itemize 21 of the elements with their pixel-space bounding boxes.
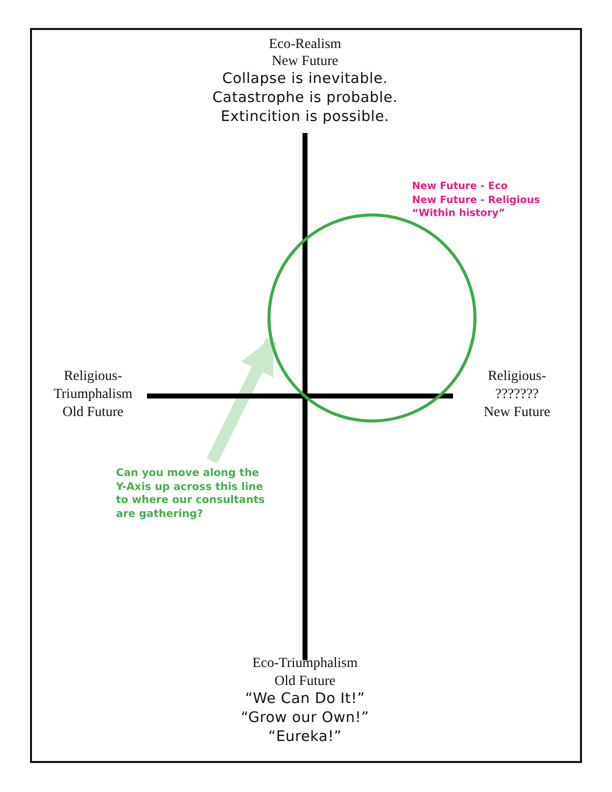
- axis-label: Religious-: [64, 368, 122, 385]
- note-text: Can you move along the Y-Axis up across this line to where our consultants are gathering?: [116, 467, 266, 521]
- quote-text: Extincition is possible.: [220, 108, 390, 126]
- quote-text: Collapse is inevitable.: [222, 70, 388, 88]
- axis-label: New Future: [484, 404, 550, 421]
- quote-text: “Eureka!”: [268, 728, 342, 746]
- annotation-text: New Future - Religious: [412, 194, 540, 207]
- annotation-text: New Future - Eco: [412, 180, 508, 194]
- axis-label: Eco-Triumphalism: [252, 655, 358, 672]
- quote-text: “We Can Do It!”: [245, 690, 365, 708]
- axis-label: Religious-: [488, 368, 546, 385]
- axis-label: Old Future: [274, 673, 336, 690]
- axis-label: Old Future: [62, 404, 124, 421]
- axis-label: Eco-Realism: [268, 36, 342, 53]
- annotation-text: “Within history”: [412, 207, 506, 220]
- axis-label: New Future: [272, 53, 338, 70]
- quote-text: “Grow our Own!”: [240, 709, 370, 727]
- quote-text: Catastrophe is probable.: [212, 89, 398, 107]
- arrow: [206, 337, 277, 464]
- axis-label: ???????: [495, 386, 539, 403]
- axis-label: Triumphalism: [54, 386, 132, 403]
